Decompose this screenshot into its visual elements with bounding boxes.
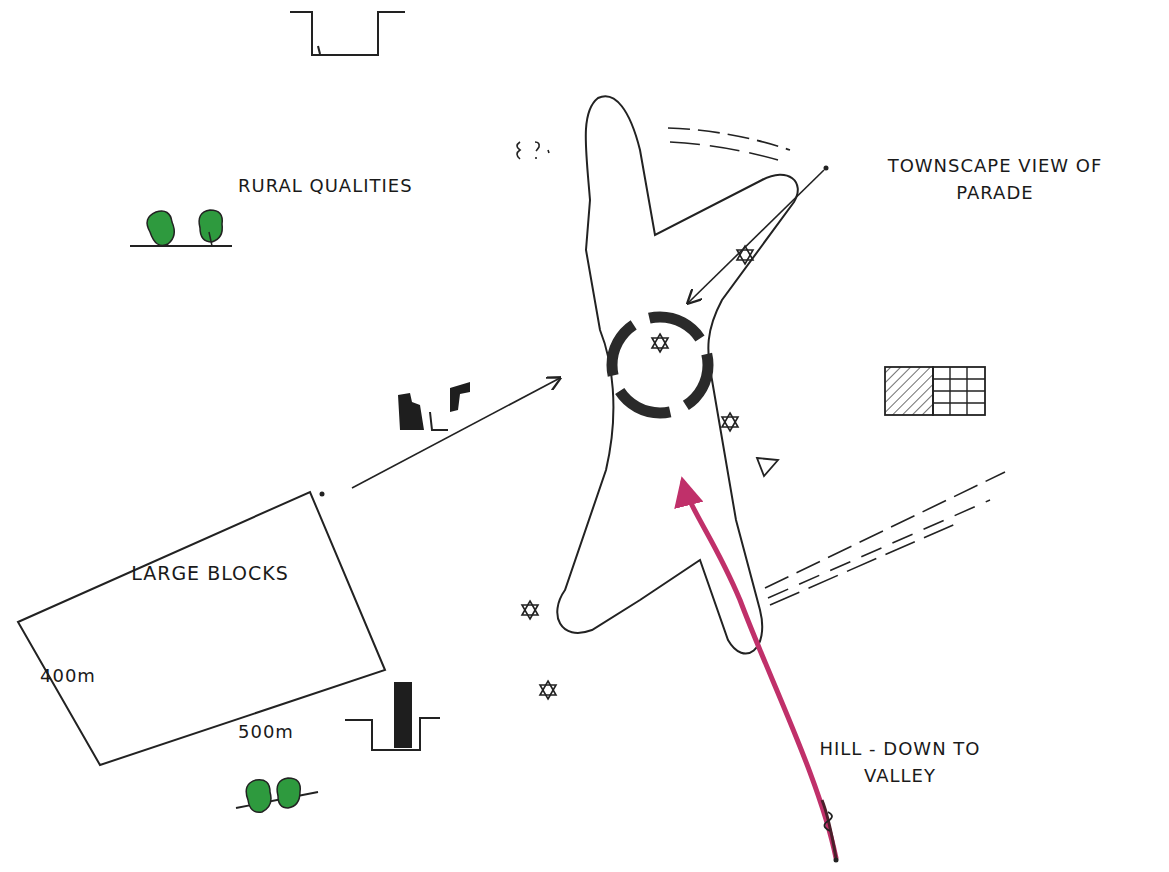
landmark-star (652, 334, 668, 352)
block-label: LARGE BLOCKS (125, 558, 295, 588)
building-section (398, 393, 424, 430)
road-line (670, 142, 778, 160)
tree-symbol (236, 778, 318, 812)
block-outline (18, 492, 385, 765)
hill-route (822, 800, 836, 858)
town-centre-outline (557, 96, 798, 653)
hill-route (683, 482, 836, 858)
slope-squiggle (824, 812, 832, 831)
building-section (430, 412, 448, 430)
hatched-block (885, 367, 985, 415)
road-line (770, 522, 960, 605)
road-line (765, 472, 1005, 588)
scribble (517, 142, 549, 159)
view-arrow (688, 170, 824, 303)
road-line (768, 500, 990, 598)
triangle-marker (757, 458, 778, 476)
landmark-star (722, 413, 738, 431)
building-section (345, 682, 440, 750)
sketch-note: RURAL QUALITIES (238, 172, 413, 199)
leader-dot (320, 492, 325, 497)
leader-dot (834, 858, 839, 863)
sketch-note: 400m (40, 662, 96, 689)
sketch-note: 500m (238, 718, 294, 745)
road-line (668, 128, 790, 150)
building-section (450, 382, 470, 412)
tree-symbol (130, 210, 232, 246)
street-section (290, 12, 405, 55)
block-outline (15, 488, 390, 773)
landmark-star (737, 246, 753, 264)
street-section (318, 46, 320, 54)
sketch-note: HILL - DOWN TO VALLEY (805, 735, 995, 789)
landmark-star (540, 681, 556, 699)
sketch-note: TOWNSCAPE VIEW OF PARADE (850, 152, 1140, 206)
central-space (612, 317, 708, 413)
landmark-star (522, 601, 538, 619)
leader-dot (824, 166, 829, 171)
block-area: LARGE BLOCKS (15, 488, 390, 773)
approach-arrow (352, 378, 560, 488)
